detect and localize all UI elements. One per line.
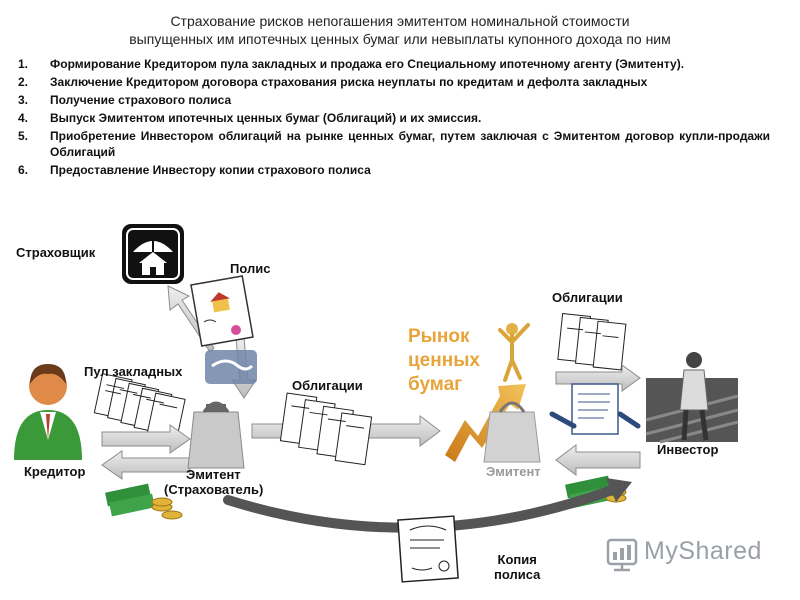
bonds-right-label: Облигации — [552, 290, 623, 305]
bonds-center-icon — [279, 392, 373, 466]
investor-photo — [645, 352, 739, 444]
step-item: 1. Формирование Кредитором пула закладных… — [18, 56, 770, 72]
arrow-issuer-to-creditor — [101, 450, 191, 480]
creditor-label: Кредитор — [24, 464, 86, 479]
policy-document-icon — [190, 275, 254, 347]
market-label-line-2: ценных — [408, 350, 480, 371]
issuer-bag-left-icon — [187, 401, 245, 469]
market-label-line-3: бумаг — [408, 374, 463, 395]
issuer-right-label: Эмитент — [486, 464, 541, 479]
mortgage-pool-papers-icon — [93, 373, 186, 440]
step-item: 2. Заключение Кредитором договора страхов… — [18, 74, 770, 90]
steps-list: 1. Формирование Кредитором пула закладных… — [18, 56, 770, 180]
market-label-line-1: Рынок — [408, 326, 470, 347]
title-line-2: выпущенных им ипотечных ценных бумаг или… — [129, 31, 671, 47]
step-text: Получение страхового полиса — [50, 93, 232, 107]
step-text: Предоставление Инвестору копии страховог… — [50, 163, 371, 177]
policy-copy-label-line-1: Копия — [497, 552, 537, 567]
step-text: Заключение Кредитором договора страхован… — [50, 75, 648, 89]
step-number: 3. — [18, 93, 29, 107]
bonds-right-icon — [557, 312, 627, 371]
policy-copy-label: Копия полиса — [494, 552, 540, 582]
step-text: Формирование Кредитором пула закладных и… — [50, 57, 685, 71]
step-number: 1. — [18, 57, 29, 71]
arrow-to-investor — [555, 364, 641, 392]
title-line-1: Страхование рисков непогашения эмитентом… — [170, 13, 630, 29]
step-item: 4. Выпуск Эмитентом ипотечных ценных бума… — [18, 110, 770, 126]
policy-copy-label-line-2: полиса — [494, 567, 541, 582]
arrow-investor-to-issuer — [555, 444, 641, 476]
issuer-bag-right-icon — [483, 401, 541, 463]
investor-label: Инвестор — [657, 442, 719, 457]
policy-label: Полис — [230, 261, 271, 276]
policy-copy-document-icon — [397, 515, 459, 583]
gold-figure-icon — [498, 323, 530, 382]
step-item: 6. Предоставление Инвестору копии страхов… — [18, 162, 770, 178]
diagram-title: Страхование рисков непогашения эмитентом… — [0, 12, 800, 48]
step-item: 3. Получение страхового полиса — [18, 92, 770, 108]
issuer-left-label: Эмитент — [186, 467, 241, 482]
creditor-avatar — [14, 364, 82, 460]
bonds-center-label: Облигации — [292, 378, 363, 393]
step-number: 4. — [18, 111, 29, 125]
arrow-creditor-to-issuer — [101, 424, 191, 454]
money-stack-left-icon — [105, 483, 183, 520]
step-number: 2. — [18, 75, 29, 89]
mortgage-pool-label: Пул закладных — [84, 364, 183, 379]
step-number: 6. — [18, 163, 29, 177]
step-text: Приобретение Инвестором облигаций на рын… — [50, 129, 770, 159]
myshared-logo-icon — [606, 538, 638, 572]
contract-signing-icon — [549, 383, 641, 435]
insurer-label: Страховщик — [16, 245, 96, 260]
market-growth-arrow-icon — [445, 384, 526, 462]
market-label: Рынок ценных бумаг — [408, 325, 480, 397]
insurer-umbrella-icon — [122, 224, 184, 284]
issuer-left-sublabel: (Страхователь) — [164, 482, 264, 497]
handshake-icon — [205, 350, 257, 384]
step-item: 5. Приобретение Инвестором облигаций на р… — [18, 128, 770, 160]
watermark-text: MyShared — [644, 537, 762, 565]
step-text: Выпуск Эмитентом ипотечных ценных бумаг … — [50, 111, 482, 125]
step-number: 5. — [18, 129, 29, 143]
